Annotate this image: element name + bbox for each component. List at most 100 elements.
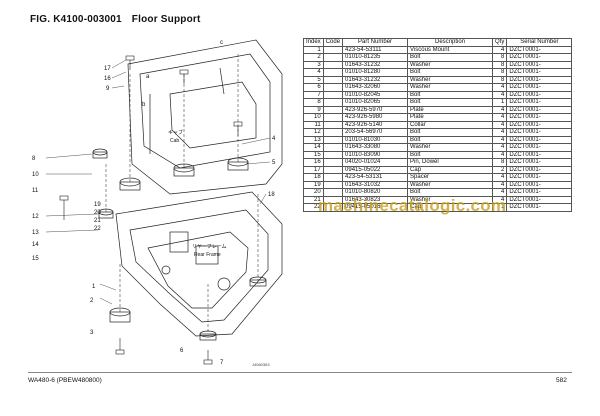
serial-number-cell: DZCT0001- <box>506 195 573 204</box>
code-cell <box>322 203 344 212</box>
cab-floor-outline <box>127 39 283 195</box>
part-number-cell: 423-54-53111 <box>342 45 409 54</box>
index-cell: 2 <box>303 53 324 62</box>
part-number-cell: 01010-81280 <box>342 68 409 77</box>
code-cell <box>322 165 344 174</box>
header-part-number: Part Number <box>342 38 409 47</box>
serial-number-cell: DZCT0001- <box>506 173 573 182</box>
callout-20: 20 <box>94 210 101 216</box>
qty-cell: 8 <box>492 158 508 167</box>
qty-cell: 8 <box>492 53 508 62</box>
index-cell: 3 <box>303 60 324 69</box>
serial-number-cell: DZCT0001- <box>506 128 573 137</box>
qty-cell: 1 <box>492 203 508 212</box>
code-cell <box>322 90 344 99</box>
qty-cell: 4 <box>492 173 508 182</box>
code-cell <box>322 135 344 144</box>
parts-table-header: Index Code Part Number Description Qty S… <box>303 38 573 47</box>
callout-18: 18 <box>268 192 275 198</box>
code-cell <box>322 83 344 92</box>
index-cell: 18 <box>303 173 324 182</box>
callout-17: 17 <box>104 66 111 72</box>
footer-model: WA480-6 (PBEW480800) <box>28 377 102 384</box>
callout-2: 2 <box>90 298 94 304</box>
callout-6: 6 <box>180 348 184 354</box>
footer-page-number: 582 <box>556 377 567 384</box>
serial-number-cell: DZCT0001- <box>506 188 573 197</box>
callout-a: a <box>146 74 150 80</box>
code-cell <box>322 105 344 114</box>
qty-cell: 4 <box>492 113 508 122</box>
description-cell: Bolt <box>407 68 494 77</box>
description-cell: Washer <box>407 83 494 92</box>
description-cell: Collar <box>407 120 494 129</box>
qty-cell: 1 <box>492 98 508 107</box>
description-cell: Bolt <box>407 188 494 197</box>
description-cell: Viscous Mount <box>407 45 494 54</box>
callout-7: 7 <box>220 360 224 366</box>
serial-number-cell: DZCT0001- <box>506 135 573 144</box>
code-cell <box>322 98 344 107</box>
serial-number-cell: DZCT0001- <box>506 113 573 122</box>
index-cell: 13 <box>303 135 324 144</box>
qty-cell: 4 <box>492 128 508 137</box>
callout-4: 4 <box>272 136 276 142</box>
description-cell: Washer <box>407 180 494 189</box>
code-cell <box>322 68 344 77</box>
exploded-view-drawing: 17 16 9 8 10 11 12 13 14 15 1 2 3 4 5 6 … <box>32 39 283 366</box>
frame-label-jp: リヤーフレーム <box>192 244 227 250</box>
code-cell <box>322 143 344 152</box>
description-cell: Pin, Dowel <box>407 158 494 167</box>
qty-cell: 8 <box>492 68 508 77</box>
part-number-cell: 423-926-5970 <box>342 105 409 114</box>
callout-c: c <box>220 40 223 46</box>
part-number-cell: 01010-80820 <box>342 188 409 197</box>
description-cell: Washer <box>407 143 494 152</box>
code-cell <box>322 128 344 137</box>
serial-number-cell: DZCT0001- <box>506 143 573 152</box>
serial-number-cell: DZCT0001- <box>506 120 573 129</box>
serial-number-cell: DZCT0001- <box>506 105 573 114</box>
qty-cell: 4 <box>492 120 508 129</box>
serial-number-cell: DZCT0001- <box>506 203 573 212</box>
qty-cell: 4 <box>492 90 508 99</box>
description-cell: Bolt <box>407 53 494 62</box>
description-cell: Washer <box>407 60 494 69</box>
figure-subtitle: Floor Support <box>131 14 201 25</box>
code-cell <box>322 53 344 62</box>
part-number-cell: 01010-82065 <box>342 98 409 107</box>
part-number-cell: 09415-05022 <box>342 165 409 174</box>
index-cell: 6 <box>303 83 324 92</box>
cab-label-jp: キャブ <box>168 129 183 136</box>
description-cell: Bolt <box>407 98 494 107</box>
header-code: Code <box>322 38 344 47</box>
code-cell <box>322 75 344 84</box>
callout-3: 3 <box>90 330 94 336</box>
callout-16: 16 <box>104 76 111 82</box>
drawing-code: J4060363 <box>252 362 270 367</box>
qty-cell: 2 <box>492 165 508 174</box>
part-number-cell: 01643-31232 <box>342 60 409 69</box>
code-cell <box>322 120 344 129</box>
serial-number-cell: DZCT0001- <box>506 83 573 92</box>
callout-1: 1 <box>92 284 96 290</box>
callout-19: 19 <box>94 202 101 208</box>
rear-frame-outline <box>115 191 283 337</box>
callout-10: 10 <box>32 172 39 178</box>
code-cell <box>322 113 344 122</box>
qty-cell: 4 <box>492 105 508 114</box>
index-cell: 1 <box>303 45 324 54</box>
index-cell: 10 <box>303 113 324 122</box>
index-cell: 4 <box>303 68 324 77</box>
callout-12: 12 <box>32 214 39 220</box>
index-cell: 9 <box>303 105 324 114</box>
